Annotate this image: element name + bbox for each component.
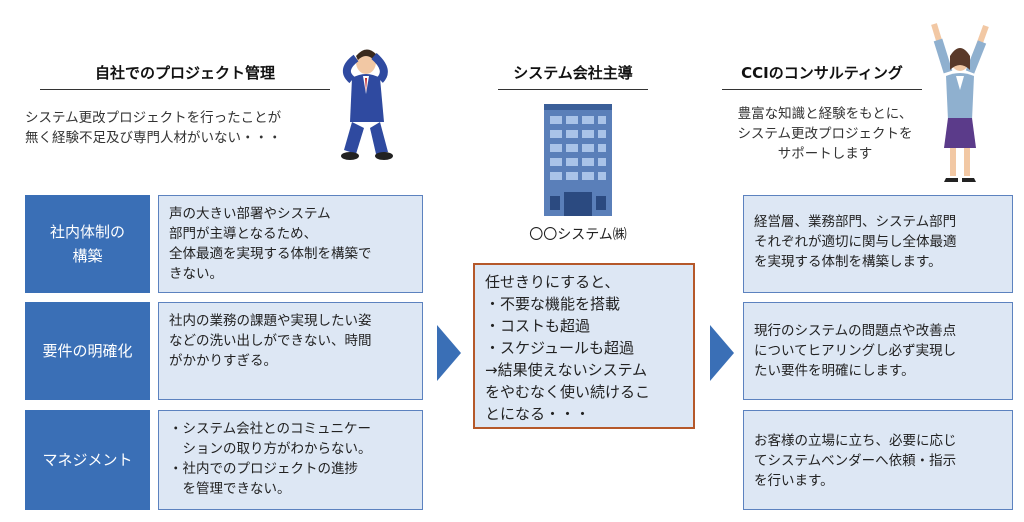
arrow-right-icon bbox=[437, 325, 461, 381]
row-label-requirements: 要件の明確化 bbox=[25, 302, 150, 400]
row-right-text-requirements: 現行のシステムの問題点や改善点 についてヒアリングし必ず実現し たい要件を明確に… bbox=[743, 302, 1013, 400]
row-left-text-management: ・システム会社とのコミュニケー ションの取り方がわからない。 ・社内でのプロジェ… bbox=[158, 410, 423, 510]
distressed-businessman-icon bbox=[341, 49, 393, 160]
company-label: 〇〇システム㈱ bbox=[529, 227, 627, 243]
middle-risk-box: 任せきりにすると、 ・不要な機能を搭載 ・コストも超過 ・スケジュールも超過 →… bbox=[473, 263, 695, 429]
right-heading: CCIのコンサルティング bbox=[722, 62, 922, 90]
celebrating-businesswoman-icon bbox=[931, 23, 989, 182]
row-left-text-requirements: 社内の業務の課題や実現したい姿 などの洗い出しができない、時間 がかかりすぎる。 bbox=[158, 302, 423, 400]
row-label-management: マネジメント bbox=[25, 410, 150, 510]
row-left-text-structure: 声の大きい部署やシステム 部門が主導となるため、 全体最適を実現する体制を構築で… bbox=[158, 195, 423, 293]
arrow-right-icon bbox=[710, 325, 734, 381]
office-building-icon bbox=[544, 104, 612, 216]
left-heading: 自社でのプロジェクト管理 bbox=[40, 62, 330, 90]
right-intro: 豊富な知識と経験をもとに、 システム更改プロジェクトを サポートします bbox=[737, 106, 913, 162]
row-label-structure: 社内体制の 構築 bbox=[25, 195, 150, 293]
row-right-text-management: お客様の立場に立ち、必要に応じ てシステムベンダーへ依頼・指示 を行います。 bbox=[743, 410, 1013, 510]
left-intro: システム更改プロジェクトを行ったことが 無く経験不足及び専門人材がいない・・・ bbox=[25, 110, 282, 146]
middle-heading: システム会社主導 bbox=[498, 62, 648, 90]
row-right-text-structure: 経営層、業務部門、システム部門 それぞれが適切に関与し全体最適 を実現する体制を… bbox=[743, 195, 1013, 293]
